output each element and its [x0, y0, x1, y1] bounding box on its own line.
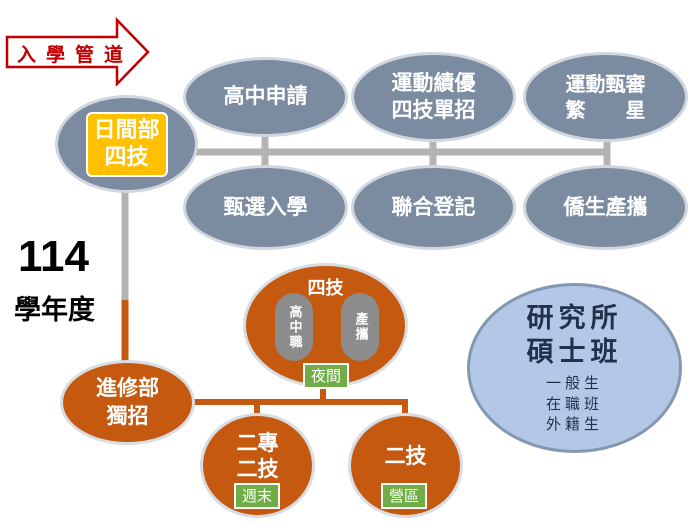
continuing-label-2: 獨招 — [106, 403, 149, 428]
channel-overseas-industry: 僑生產攜 — [523, 165, 688, 250]
channel-sports-excellence: 運動績優 四技單招 — [351, 52, 516, 142]
year-number: 114 — [18, 232, 89, 281]
channel-joint-registration: 聯合登記 — [351, 165, 516, 250]
banner-text: 入學管道 — [17, 44, 134, 66]
high-vocational-pill: 高中職 — [275, 293, 313, 361]
day-department-node: 日間部 四技 — [55, 95, 198, 193]
channel-label: 高中申請 — [223, 84, 308, 109]
graduate-node: 研究所 碩士班 一般生 在職班 外籍生 — [467, 283, 682, 453]
channel-label: 聯合登記 — [391, 194, 476, 219]
channel-label-1: 運動甄審 — [565, 72, 646, 96]
year-label: 學年度 — [14, 295, 95, 326]
graduate-item-inservice: 在職班 — [545, 394, 603, 413]
tech-label: 二技 — [384, 444, 427, 468]
graduate-item-international: 外籍生 — [545, 414, 603, 433]
evening-tag: 夜間 — [303, 363, 349, 389]
industry-pill: 產攜 — [341, 293, 379, 361]
channel-sports-screening-star: 運動甄審 繁 星 — [523, 52, 688, 142]
admission-banner: 入學管道 — [5, 16, 150, 86]
graduate-title-1: 研究所 — [526, 302, 623, 334]
weekend-tag: 週末 — [234, 483, 280, 509]
continuing-education-node: 進修部 獨招 — [60, 360, 195, 445]
channel-high-school-application: 高中申請 — [183, 57, 348, 137]
day-department-label-2: 四技 — [104, 145, 149, 170]
channel-label-1: 運動績優 — [391, 70, 476, 95]
channel-label-2: 繁 星 — [565, 98, 646, 122]
junior-label-2: 二技 — [236, 457, 279, 482]
day-department-box: 日間部 四技 — [85, 111, 168, 177]
camp-tag: 營區 — [381, 483, 427, 509]
red-arrow-icon — [5, 16, 150, 86]
four-year-title: 四技 — [307, 278, 344, 299]
junior-label-1: 二專 — [236, 431, 279, 455]
graduate-item-general: 一般生 — [545, 374, 603, 393]
continuing-label-1: 進修部 — [96, 376, 159, 401]
graduate-title-2: 碩士班 — [526, 336, 623, 368]
junior-college-node: 二專 二技 — [200, 413, 315, 518]
channel-label: 僑生產攜 — [563, 194, 648, 219]
channel-selection-admission: 甄選入學 — [183, 165, 348, 250]
day-department-label-1: 日間部 — [93, 117, 160, 143]
channel-label: 甄選入學 — [223, 194, 308, 219]
channel-label-2: 四技單招 — [391, 98, 476, 122]
